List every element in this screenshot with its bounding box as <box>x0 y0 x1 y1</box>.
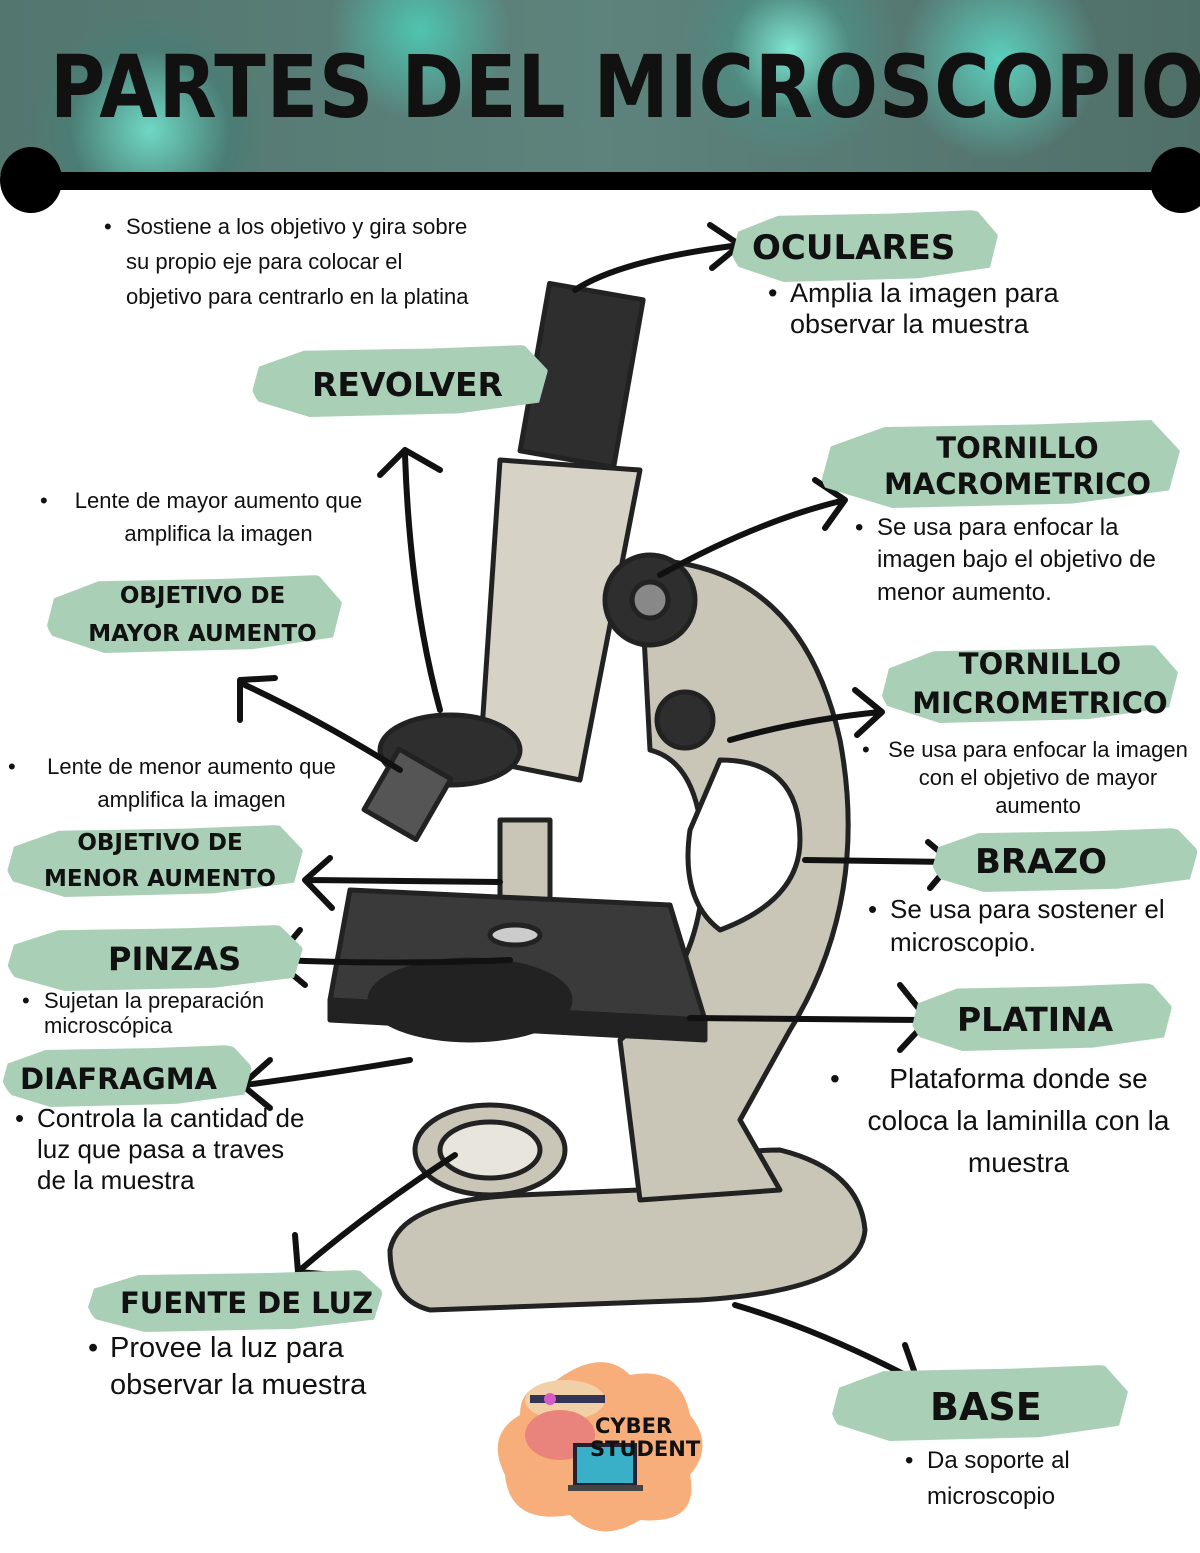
arrow-macrometrico <box>657 477 848 578</box>
desc-text: Lente de mayor aumento que amplifica la … <box>40 484 375 550</box>
label-bg <box>5 925 303 991</box>
label-line: TORNILLO <box>936 431 1099 465</box>
label-fuente-de-luz: FUENTE DE LUZ <box>120 1286 374 1320</box>
arrow-revolver <box>377 447 443 713</box>
desc-text: Controla la cantidad de luz que pasa a t… <box>15 1103 315 1197</box>
label-bg <box>250 345 548 417</box>
label-bg <box>45 575 342 653</box>
desc-text: Lente de menor aumento que amplifica la … <box>8 750 353 816</box>
label-brazo: BRAZO <box>975 842 1107 882</box>
label-bg <box>85 1270 383 1332</box>
label-line: OBJETIVO DE <box>119 583 286 609</box>
desc-text: Plataforma donde se coloca la laminilla … <box>830 1058 1185 1184</box>
desc-text: Se usa para enfocar la imagen bajo el ob… <box>855 512 1185 609</box>
desc-text: Amplia la imagen para observar la muestr… <box>768 278 1128 340</box>
desc-text: Sostiene a los objetivo y gira sobre su … <box>104 210 479 314</box>
divider-dot-left <box>0 147 62 213</box>
desc-text: Sujetan la preparación microscópica <box>22 988 332 1039</box>
fine-knob <box>654 689 716 751</box>
desc-text: Se usa para sostener el microscopio. <box>868 893 1200 960</box>
desc-oculares: Amplia la imagen para observar la muestr… <box>768 278 1128 340</box>
desc-text: Da soporte al microscopio <box>905 1443 1115 1515</box>
label-bg <box>730 210 998 282</box>
desc-revolver: Sostiene a los objetivo y gira sobre su … <box>104 210 479 314</box>
desc-diafragma: Controla la cantidad de luz que pasa a t… <box>15 1103 315 1197</box>
label-bg <box>5 825 303 897</box>
logo-text: STUDENT <box>590 1437 701 1462</box>
label-bg <box>880 645 1178 723</box>
desc-micrometrico: Se usa para enfocar la imagen con el obj… <box>862 736 1192 820</box>
arrow-micrometrico <box>727 687 885 743</box>
desc-macrometrico: Se usa para enfocar la imagen bajo el ob… <box>855 512 1185 609</box>
label-line: TORNILLO <box>958 647 1122 681</box>
label-line: MAYOR AUMENTO <box>88 620 317 647</box>
objective-high <box>361 746 454 843</box>
label-bg <box>930 828 1198 892</box>
arrow-menor <box>302 855 503 911</box>
page-title: PARTES DEL MICROSCOPIO <box>50 38 1200 138</box>
logo-text: CYBER <box>595 1414 673 1438</box>
desc-platina: Plataforma donde se coloca la laminilla … <box>830 1058 1185 1184</box>
label-objetivo-mayor: OBJETIVO DE MAYOR AUMENTO <box>60 578 345 654</box>
desc-text: Provee la luz para observar la muestra <box>88 1330 438 1404</box>
body-tube <box>477 457 643 783</box>
arrow-oculares <box>572 222 743 293</box>
desc-objetivo-menor: Lente de menor aumento que amplifica la … <box>8 750 353 816</box>
label-line: MICROMETRICO <box>912 686 1168 721</box>
label-revolver: REVOLVER <box>312 365 503 404</box>
divider-dot-right <box>1150 147 1200 213</box>
label-line: MENOR AUMENTO <box>44 865 276 892</box>
label-line: MACROMETRICO <box>883 467 1152 502</box>
header-banner <box>0 0 1200 175</box>
divider-bar <box>20 172 1180 190</box>
desc-base: Da soporte al microscopio <box>905 1443 1115 1515</box>
label-bg <box>830 1365 1128 1441</box>
label-bg <box>820 420 1180 508</box>
label-bg <box>0 1045 252 1107</box>
label-pinzas: PINZAS <box>108 940 242 978</box>
label-base: BASE <box>930 1385 1042 1429</box>
label-platina: PLATINA <box>957 1000 1114 1039</box>
label-micrometrico: TORNILLO MICROMETRICO <box>890 645 1190 723</box>
arrow-diafragma <box>239 1057 413 1111</box>
label-diafragma: DIAFRAGMA <box>20 1062 217 1096</box>
cyber-student-logo: CYBER STUDENT <box>490 1345 710 1545</box>
label-oculares: OCULARES <box>752 228 956 268</box>
desc-text: Se usa para enfocar la imagen con el obj… <box>862 736 1192 820</box>
logo-splash-icon <box>497 1362 703 1532</box>
desc-brazo: Se usa para sostener el microscopio. <box>868 893 1200 960</box>
label-line: OBJETIVO DE <box>77 830 243 856</box>
label-bg <box>910 983 1172 1051</box>
desc-fuente-de-luz: Provee la luz para observar la muestra <box>88 1330 438 1404</box>
label-objetivo-menor: OBJETIVO DE MENOR AUMENTO <box>15 826 305 897</box>
arrow-mayor <box>237 675 403 773</box>
desc-objetivo-mayor: Lente de mayor aumento que amplifica la … <box>40 484 375 550</box>
desc-pinzas: Sujetan la preparación microscópica <box>22 988 332 1039</box>
